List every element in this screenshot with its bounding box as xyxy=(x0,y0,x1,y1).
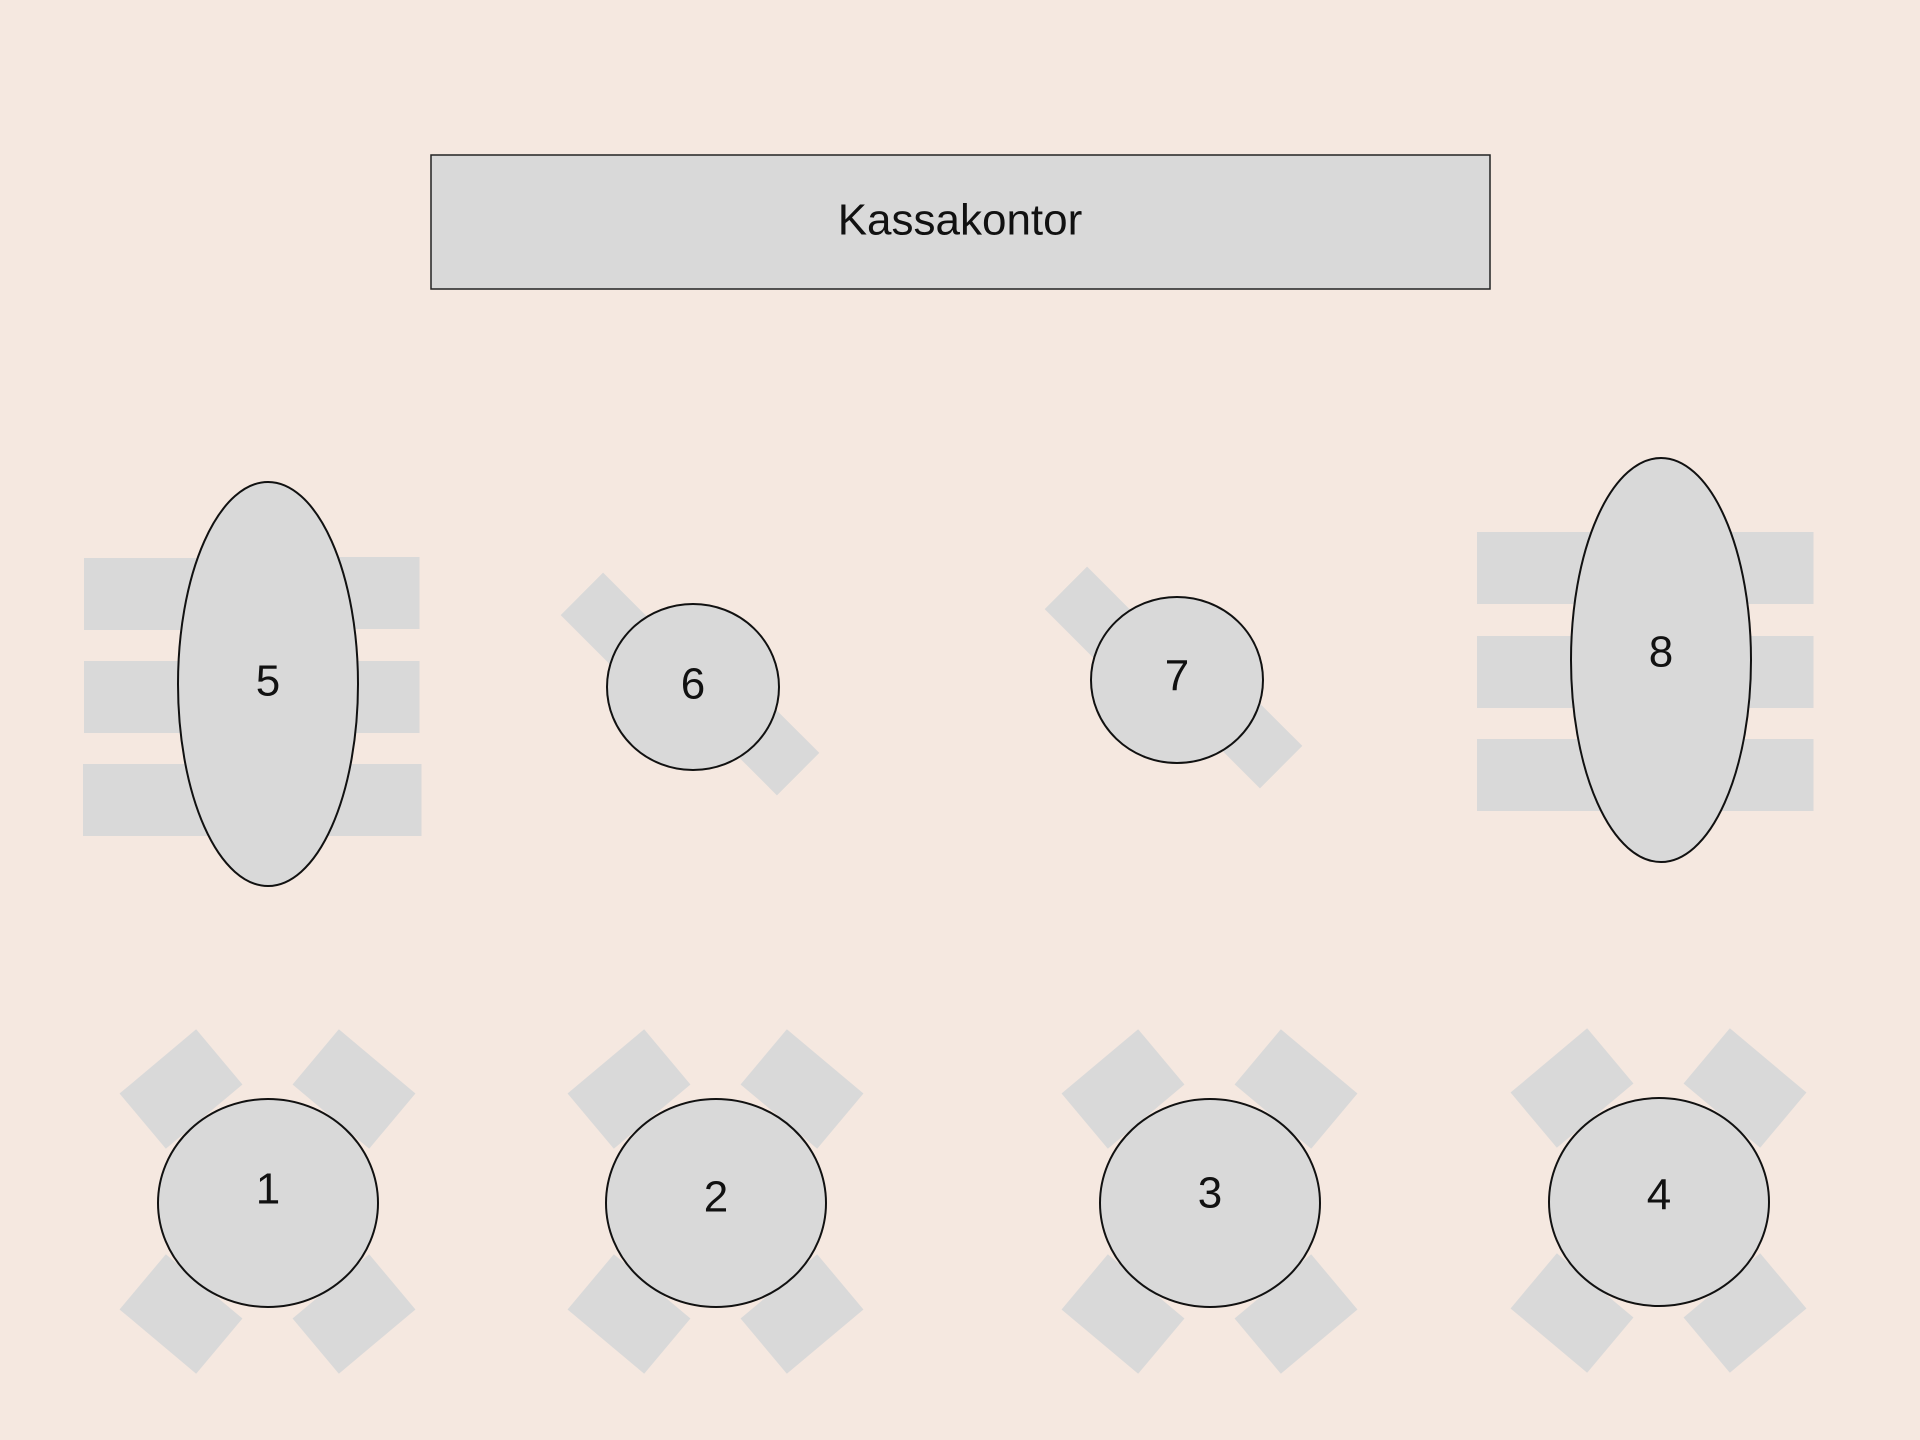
chair xyxy=(119,1029,243,1149)
counter-shape xyxy=(430,154,1491,290)
table-3[interactable]: 3 xyxy=(1061,1029,1358,1374)
table-number: 5 xyxy=(256,657,280,706)
round-table-top xyxy=(1090,596,1264,764)
chair xyxy=(1510,1028,1634,1148)
chair xyxy=(740,1254,864,1374)
oval-table-top xyxy=(177,481,359,887)
table-number: 6 xyxy=(681,660,705,709)
tables-layer: 5 6 7 8 1 2 3 4 xyxy=(83,457,1814,1374)
chair xyxy=(292,1029,416,1149)
table-8[interactable]: 8 xyxy=(1477,457,1814,863)
chair xyxy=(1683,1028,1807,1148)
table-2[interactable]: 2 xyxy=(567,1029,864,1374)
table-number: 2 xyxy=(704,1173,728,1222)
table-number: 4 xyxy=(1647,1171,1671,1220)
chair xyxy=(119,1254,243,1374)
chair xyxy=(1234,1254,1358,1374)
table-number: 7 xyxy=(1165,652,1189,701)
chair xyxy=(567,1029,691,1149)
round-table-top xyxy=(606,603,780,771)
chair xyxy=(1061,1254,1185,1374)
counter-label: Kassakontor xyxy=(838,196,1083,245)
chair xyxy=(567,1254,691,1374)
chair xyxy=(1234,1029,1358,1149)
chair xyxy=(740,1029,864,1149)
chair xyxy=(1683,1253,1807,1373)
table-number: 1 xyxy=(256,1165,280,1214)
table-number: 3 xyxy=(1198,1169,1222,1218)
round-table-top xyxy=(1548,1097,1770,1307)
table-7[interactable]: 7 xyxy=(1044,566,1303,789)
chair xyxy=(1510,1253,1634,1373)
table-6[interactable]: 6 xyxy=(560,572,820,796)
round-table-top xyxy=(605,1098,827,1308)
oval-table-top xyxy=(1570,457,1752,863)
table-number: 8 xyxy=(1649,628,1673,677)
chair xyxy=(292,1254,416,1374)
table-5[interactable]: 5 xyxy=(83,481,422,887)
round-table-top xyxy=(1099,1098,1321,1308)
table-4[interactable]: 4 xyxy=(1510,1028,1807,1373)
chair xyxy=(1061,1029,1185,1149)
table-1[interactable]: 1 xyxy=(119,1029,416,1374)
cash-counter[interactable]: Kassakontor xyxy=(430,154,1491,290)
round-table-top xyxy=(157,1098,379,1308)
